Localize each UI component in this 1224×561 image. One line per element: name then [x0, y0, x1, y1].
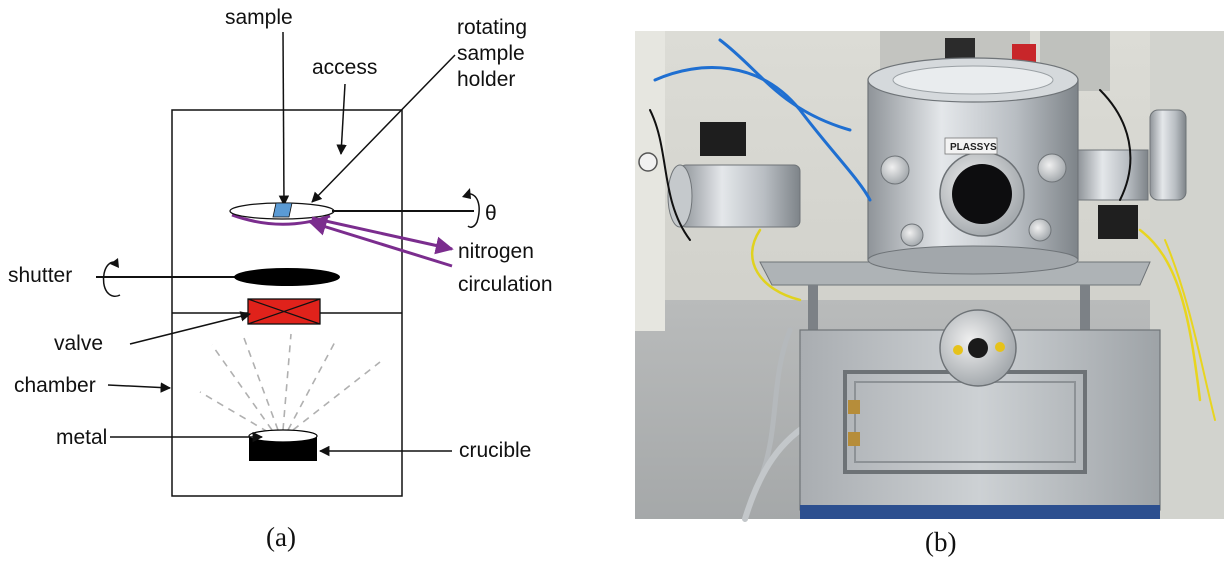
- nitrogen-out-line: [311, 216, 454, 255]
- arrow-access: [336, 83, 347, 156]
- sample-square: [272, 202, 293, 218]
- arrow-chamber: [107, 382, 172, 393]
- panel-a-schematic: sample access rotating sample holder θ n…: [8, 6, 553, 552]
- rotation-arrow-theta: [465, 193, 480, 228]
- nameplate: [944, 137, 998, 155]
- cables: [649, 38, 1216, 522]
- shutter-plate: [234, 268, 340, 286]
- label-nitrogen-circulation: nitrogen circulation: [458, 240, 553, 296]
- label-crucible: crucible: [459, 439, 531, 462]
- metal-surface: [248, 429, 318, 443]
- chamber-outline: [171, 109, 403, 497]
- arrow-holder: [311, 54, 456, 203]
- load-lock: [679, 164, 801, 228]
- panel-b-photo: PLASSYS: [635, 31, 1224, 557]
- arrow-sample: [278, 31, 290, 207]
- vapor-plume: [199, 333, 381, 433]
- viewport-window: [952, 164, 1012, 224]
- cabinet-base: [800, 505, 1160, 519]
- pressure-gauge: [638, 152, 658, 172]
- rotation-arrowhead: [462, 188, 471, 199]
- arrow-valve: [129, 311, 252, 345]
- label-shutter: shutter: [8, 264, 72, 287]
- label-access: access: [312, 56, 377, 79]
- caption-b: (b): [925, 527, 956, 557]
- label-chamber: chamber: [14, 374, 96, 397]
- label-valve: valve: [54, 332, 103, 355]
- nitrogen-in-line: [308, 218, 453, 268]
- nameplate-text: PLASSYS: [950, 142, 997, 153]
- label-sample: sample: [225, 6, 293, 29]
- caption-a: (a): [266, 522, 296, 552]
- label-metal: metal: [56, 426, 107, 449]
- label-rotating-sample-holder: rotating sample holder: [457, 16, 533, 91]
- right-cylinder: [1149, 109, 1187, 201]
- shutter-rotation-arrow: [102, 261, 121, 297]
- shutter-rotation-arrowhead: [110, 258, 119, 268]
- label-theta: θ: [485, 202, 497, 225]
